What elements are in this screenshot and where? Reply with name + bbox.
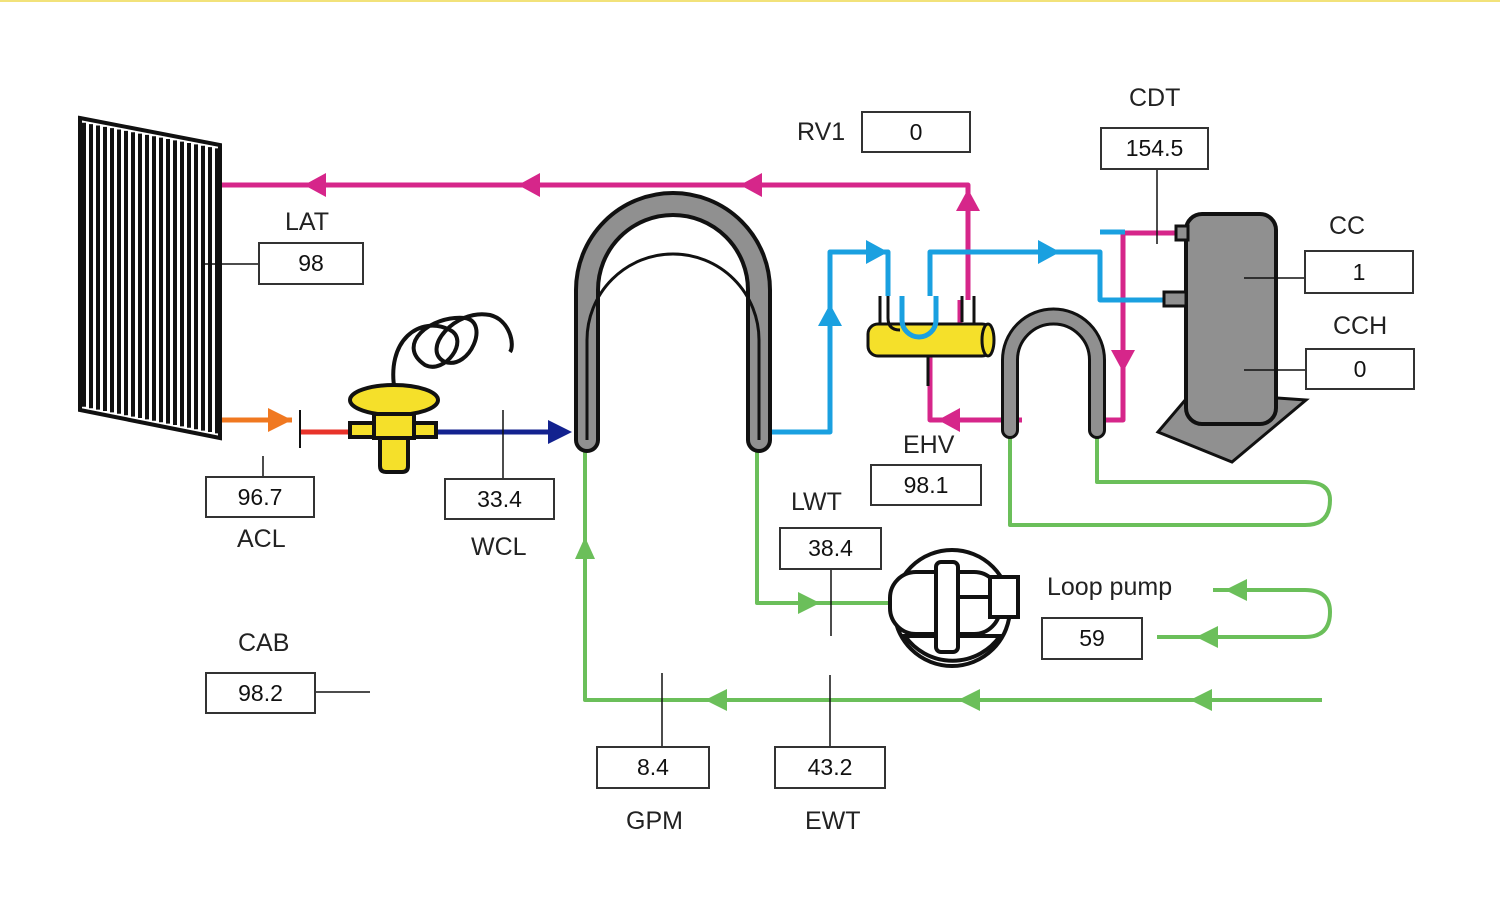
water-coil-icon bbox=[574, 191, 772, 453]
cc-value-box: 1 bbox=[1304, 250, 1414, 294]
rv1-label: RV1 bbox=[797, 118, 846, 146]
lwt-value-box: 38.4 bbox=[779, 527, 882, 570]
cdt-label: CDT bbox=[1129, 84, 1181, 112]
lat-value-box: 98 bbox=[258, 242, 364, 285]
water-loop-lines bbox=[583, 430, 1332, 702]
gpm-value-box: 8.4 bbox=[596, 746, 710, 789]
sensor-leader-lines bbox=[204, 170, 1305, 746]
cc-label: CC bbox=[1329, 212, 1366, 240]
ewt-label: EWT bbox=[805, 807, 861, 835]
lat-label: LAT bbox=[285, 208, 329, 236]
lwt-label: LWT bbox=[791, 488, 842, 516]
expansion-valve-icon bbox=[348, 312, 514, 474]
wcl-value-box: 33.4 bbox=[444, 478, 555, 520]
acl-value-box: 96.7 bbox=[205, 476, 315, 518]
suction-lines bbox=[770, 229, 1170, 435]
cab-value-box: 98.2 bbox=[205, 672, 316, 714]
circulator-pump-icon bbox=[888, 548, 1020, 668]
desuperheater-coil-icon bbox=[1001, 307, 1106, 439]
compressor-icon bbox=[1155, 212, 1310, 464]
rv1-value-box: 0 bbox=[861, 111, 971, 153]
liquid-arrows bbox=[268, 408, 572, 444]
cch-label: CCH bbox=[1333, 312, 1388, 340]
ehv-value-box: 98.1 bbox=[870, 464, 982, 506]
wcl-label: WCL bbox=[471, 533, 527, 561]
gpm-label: GPM bbox=[626, 807, 683, 835]
loop-pump-label: Loop pump bbox=[1047, 573, 1173, 601]
cdt-value-box: 154.5 bbox=[1100, 127, 1209, 170]
acl-label: ACL bbox=[237, 525, 286, 553]
air-coil-icon bbox=[78, 115, 222, 441]
top-rule bbox=[0, 0, 1500, 2]
cch-value-box: 0 bbox=[1305, 348, 1415, 390]
reversing-valve-icon bbox=[866, 296, 996, 386]
ewt-value-box: 43.2 bbox=[774, 746, 886, 789]
hot-gas-arrows bbox=[304, 173, 1135, 432]
ehv-label: EHV bbox=[903, 431, 955, 459]
cab-label: CAB bbox=[238, 629, 290, 657]
loop-pump-value-box: 59 bbox=[1041, 617, 1143, 660]
water-flow-arrows bbox=[575, 537, 1247, 711]
suction-arrows bbox=[818, 240, 1060, 326]
